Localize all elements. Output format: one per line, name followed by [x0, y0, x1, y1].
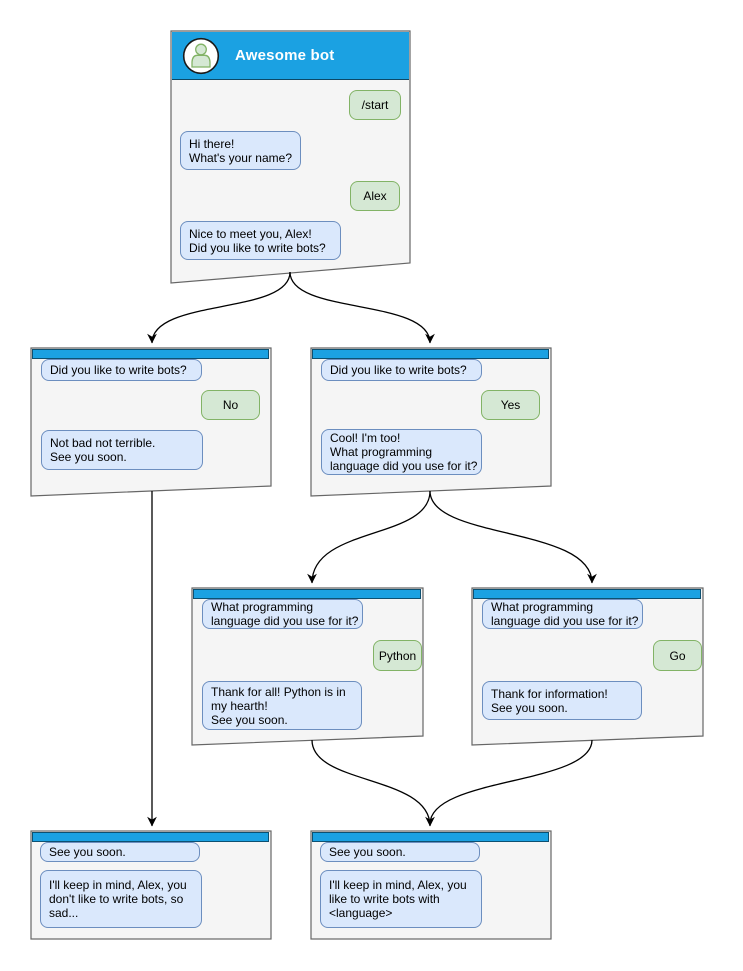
edge-go-to-end-yes	[429, 739, 593, 825]
chat-bubble-bot-question: What programming language did you use fo…	[482, 599, 643, 629]
chat-bubble-bot-goodbye: See you soon.	[40, 842, 200, 862]
window-titlebar-strip	[312, 349, 549, 359]
chat-bubble-bot-reply: Cool! I'm too! What programming language…	[321, 429, 482, 475]
main-window-titlebar: Awesome bot	[172, 32, 409, 80]
chat-bubble-bot-greeting: Hi there! What's your name?	[180, 131, 301, 170]
edge-yes-to-go-branch	[429, 490, 597, 584]
chat-window-go-branch: What programming language did you use fo…	[472, 588, 703, 745]
chat-bubble-user-no: No	[201, 390, 260, 420]
window-titlebar-strip	[312, 832, 549, 842]
chat-bubble-bot-question: What programming language did you use fo…	[202, 599, 363, 629]
chat-bubble-bot-question: Nice to meet you, Alex! Did you like to …	[180, 221, 341, 260]
edge-python-to-end-yes	[311, 739, 435, 827]
chat-bubble-bot-reply: Thank for information! See you soon.	[482, 681, 642, 720]
window-titlebar-strip	[32, 349, 269, 359]
window-titlebar-strip	[32, 832, 269, 842]
chat-window-end-yes: See you soon. I'll keep in mind, Alex, y…	[311, 831, 551, 939]
chat-window-no-branch: Did you like to write bots? No Not bad n…	[31, 348, 271, 496]
chat-window-end-no: See you soon. I'll keep in mind, Alex, y…	[31, 831, 271, 939]
chat-bubble-bot-summary: I'll keep in mind, Alex, you don't like …	[40, 870, 202, 928]
edge-main-to-no-branch	[147, 271, 291, 344]
window-titlebar-strip	[193, 589, 421, 599]
chat-bubble-bot-summary: I'll keep in mind, Alex, you like to wri…	[320, 870, 482, 928]
chat-bubble-bot-goodbye: See you soon.	[320, 842, 480, 862]
chat-bubble-bot-reply: Not bad not terrible. See you soon.	[41, 430, 203, 470]
chat-bubble-bot-question: Did you like to write bots?	[41, 359, 202, 381]
window-titlebar-strip	[473, 589, 701, 599]
chat-window-python-branch: What programming language did you use fo…	[192, 588, 423, 745]
chat-bubble-user-go: Go	[653, 640, 702, 671]
chat-window-yes-branch: Did you like to write bots? Yes Cool! I'…	[311, 348, 551, 496]
chat-bubble-user-name: Alex	[350, 181, 400, 211]
chat-bubble-bot-question: Did you like to write bots?	[321, 359, 482, 381]
chat-bubble-bot-reply: Thank for all! Python is in my hearth! S…	[202, 681, 362, 730]
edge-main-to-yes-branch	[289, 271, 435, 344]
chat-window-main: Awesome bot /start Hi there! What's your…	[171, 31, 410, 283]
chat-bubble-user-yes: Yes	[481, 390, 540, 420]
chat-bubble-user-python: Python	[373, 640, 422, 671]
chat-bubble-user-start: /start	[349, 90, 401, 120]
edge-yes-to-python-branch	[307, 490, 431, 584]
main-window-title: Awesome bot	[235, 47, 335, 64]
bot-avatar-icon	[182, 37, 220, 75]
